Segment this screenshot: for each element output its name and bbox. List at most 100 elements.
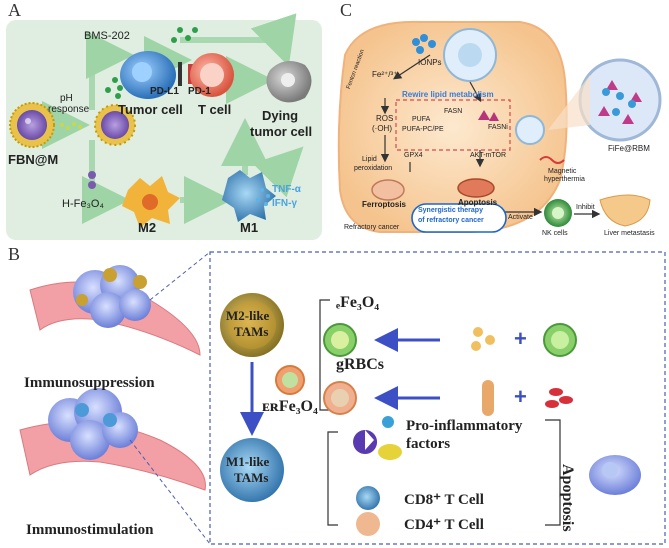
ros-label-2: (·OH)	[372, 124, 392, 133]
pro-inflammatory-label-1: Pro-inflammatory	[406, 418, 523, 434]
plus-sign-1: +	[514, 326, 527, 351]
ferroptosis-label: Ferroptosis	[362, 200, 407, 209]
rewire-box	[395, 99, 511, 151]
e-fe3o4-particle	[323, 323, 357, 357]
panel-b-letter: B	[8, 244, 21, 264]
apoptosis-b-label: Apoptosis	[559, 464, 576, 532]
fife-label: FiFe@RBM	[608, 144, 650, 153]
m2-tams-label-1: M2-like	[226, 308, 270, 323]
grbcs-label: gRBCs	[336, 356, 385, 373]
pd-1-label: PD-1	[188, 86, 211, 97]
t-cell	[190, 53, 234, 97]
cd8-t-cell-icon	[356, 486, 380, 510]
liver-icon	[599, 194, 651, 227]
zoom-line-bottom	[129, 439, 211, 545]
m1-label: M1	[240, 220, 259, 235]
er-fe3o4-particle	[275, 365, 305, 395]
tumor-cell-label: Tumor cell	[118, 102, 183, 117]
ferroptosis-icon	[371, 179, 405, 201]
m1-tams-label-1: M1-like	[226, 454, 270, 469]
magnetic-label-2: hyperthermia	[544, 176, 585, 183]
panel-b-detail-box	[209, 251, 666, 545]
drug-dots	[60, 122, 82, 130]
immunosuppression-label: Immunosuppression	[24, 375, 155, 391]
panel-c-letter: C	[340, 0, 353, 20]
dying-tumor-cell	[266, 61, 312, 103]
dying-label-2: tumor cell	[250, 124, 313, 139]
e-fe3o4-label: ₑFe₃O₄	[336, 294, 380, 311]
bms202-label: BMS-202	[84, 30, 130, 42]
magnetic-label-1: Magnetic	[548, 168, 577, 175]
m2-tams-in-tumor	[76, 268, 147, 306]
liver-label: Liver metastasis	[604, 230, 655, 237]
activate-label: Activate	[508, 214, 533, 221]
m2-like-tam-cell	[220, 293, 284, 357]
rewire-label: Rewire lipid metabolism	[402, 90, 494, 99]
ros-label-1: ROS	[376, 114, 394, 123]
ph-response-label-1: pH	[60, 93, 73, 104]
tnf-label: TNF-α	[272, 184, 301, 195]
m2-label: M2	[138, 220, 157, 235]
m1-like-tam-cell	[220, 438, 284, 502]
fe-label: Fe²⁺/³⁺	[372, 70, 398, 79]
cd4-label: CD4⁺ T Cell	[404, 517, 484, 533]
fife-rbm-nanoparticle	[578, 58, 662, 142]
t-cell-label: T cell	[198, 102, 232, 117]
pufa-pc-label: PUFA-PC/PE	[402, 126, 444, 133]
mitochondria-icon	[457, 178, 495, 198]
refractory-label: Refractory cancer	[344, 224, 400, 231]
ifn-label: IFN-γ	[272, 198, 297, 209]
panel-a-letter: A	[8, 0, 21, 20]
nk-cell	[544, 199, 572, 227]
immunostimulation-label: Immunostimulation	[26, 522, 154, 538]
fasni-label: FASNi	[488, 124, 508, 131]
zoom-line-top	[149, 251, 211, 301]
apoptosis-c-label: Apoptosis	[458, 198, 498, 207]
apoptotic-cell	[589, 455, 641, 495]
synergy-label-1: Synergistic therapy	[418, 207, 483, 214]
dying-label-1: Dying	[262, 108, 299, 123]
fbn-m-nanoparticle	[9, 102, 55, 148]
h-fe3o4-dots	[88, 171, 96, 189]
tumor-cell	[120, 51, 176, 99]
grbc-particle	[323, 381, 357, 415]
inhibit-label: Inhibit	[576, 204, 595, 211]
rbc-icon	[545, 388, 573, 408]
pufa-label: PUFA	[412, 116, 431, 123]
m1-tams-in-tumor	[75, 403, 117, 427]
plus-sign-2: +	[514, 384, 527, 409]
pro-inflammatory-icon-3	[382, 416, 394, 428]
nk-label: NK cells	[542, 230, 568, 237]
pd-l1-label: PD-L1	[150, 86, 179, 97]
pro-inflammatory-icon-2	[378, 444, 402, 460]
pd-l1-receptor	[178, 62, 182, 86]
m1-macrophage	[222, 170, 276, 222]
fe3o4-dots	[471, 327, 495, 351]
ph-response-label-2: response	[48, 104, 90, 115]
ionps-cluster	[412, 34, 436, 54]
cd4-t-cell-icon	[356, 512, 380, 536]
m1-tams-label-2: TAMs	[234, 470, 269, 485]
h-fe3o4-label: H-Fe₃O₄	[62, 198, 104, 210]
fasni-triangles	[478, 110, 499, 121]
akt-label: AKT-mTOR	[470, 152, 507, 159]
gpx4-label: GPX4	[404, 152, 423, 159]
vesicle	[515, 115, 545, 145]
lipid-label-2: peroxidation	[354, 165, 393, 172]
cd8-label: CD8⁺ T Cell	[404, 492, 484, 508]
zoom-cone	[548, 75, 590, 130]
cytokine-dots	[256, 188, 270, 206]
pro-inflammatory-label-2: factors	[406, 436, 451, 452]
bms202-dots	[105, 27, 198, 99]
fasn-left-label: FASN	[444, 108, 463, 115]
tube-icon	[482, 380, 494, 416]
green-vesicle	[543, 323, 577, 357]
synergy-label-2: of refractory cancer	[418, 217, 484, 224]
bracket-right	[545, 419, 561, 526]
lipid-label-1: Lipid	[362, 156, 377, 163]
bracket-lower	[327, 431, 338, 526]
magnetic-coil-icon	[539, 156, 565, 164]
ionps-label: IONPs	[418, 58, 442, 67]
bracket-upper	[319, 299, 330, 411]
